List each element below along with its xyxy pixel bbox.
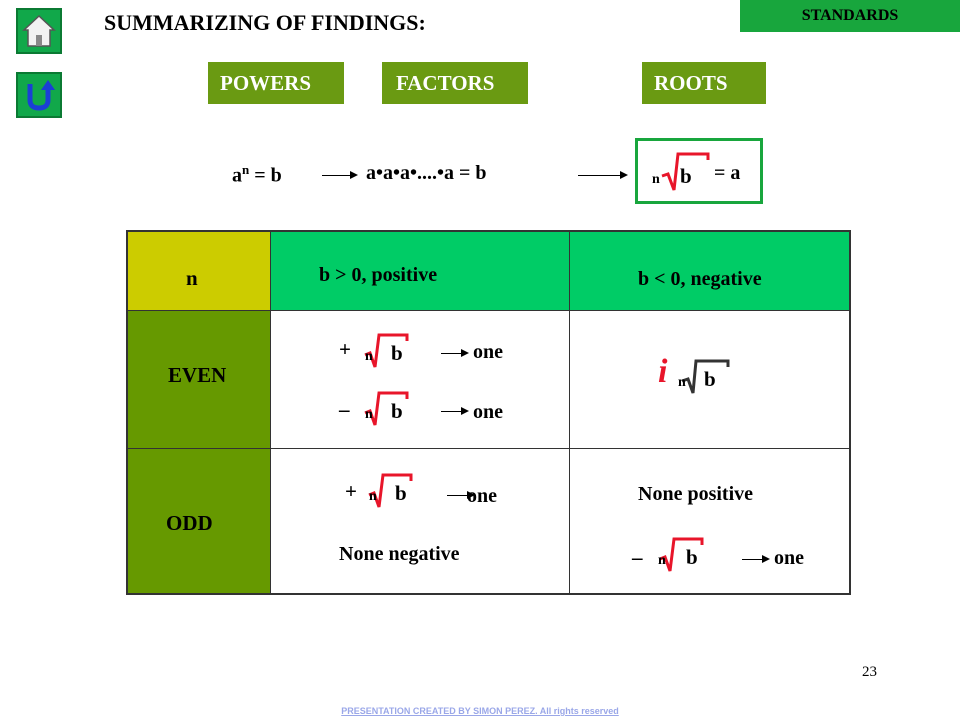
header-n-cell: n — [128, 232, 271, 311]
radical-icon — [661, 152, 710, 191]
arrow-icon — [447, 491, 475, 499]
header-positive: b > 0, positive — [319, 264, 438, 286]
odd-label: ODD — [166, 511, 213, 535]
radical-icon — [364, 333, 409, 368]
footer-credit-link[interactable]: PRESENTATION CREATED BY SIMON PEREZ. All… — [341, 706, 619, 716]
plus-result: one — [467, 485, 497, 507]
minus-sign: – — [632, 545, 643, 569]
home-icon — [22, 14, 56, 47]
imaginary-unit: i — [658, 353, 668, 390]
radical-icon — [364, 391, 409, 426]
product-formula: a•a•a•....•a = b — [366, 162, 487, 184]
radical-icon — [681, 359, 730, 394]
summary-table: n b > 0, positive b < 0, negative EVEN +… — [126, 230, 851, 595]
return-arrow-icon — [27, 80, 55, 111]
none-positive-text: None positive — [638, 483, 753, 505]
radical-index: n — [365, 407, 373, 422]
back-button[interactable] — [16, 72, 62, 118]
arrow-icon — [441, 349, 469, 357]
power-exponent: n — [242, 162, 250, 177]
radical-index: n — [365, 349, 373, 364]
tab-roots[interactable]: ROOTS — [642, 62, 766, 104]
header-positive-cell: b > 0, positive — [271, 232, 570, 311]
radical-radicand: b — [391, 341, 403, 365]
even-negative-cell: i n b — [570, 311, 849, 449]
tab-factors[interactable]: FACTORS — [382, 62, 528, 104]
page-number: 23 — [862, 664, 877, 680]
odd-label-cell: ODD — [128, 449, 271, 593]
plus-sign: + — [345, 479, 357, 503]
root-index: n — [652, 172, 660, 187]
radical-radicand: b — [686, 545, 698, 569]
arrow-icon — [322, 171, 358, 179]
radical-radicand: b — [704, 367, 716, 391]
arrow-icon — [441, 407, 469, 415]
home-button[interactable] — [16, 8, 62, 54]
arrow-icon — [578, 171, 628, 179]
root-definition-box — [635, 138, 763, 204]
radical-index: n — [678, 375, 686, 390]
header-n: n — [186, 266, 198, 290]
tab-powers[interactable]: POWERS — [208, 62, 344, 104]
minus-sign: – — [339, 397, 350, 421]
arrow-icon — [742, 555, 770, 563]
radical-radicand: b — [395, 481, 407, 505]
plus-result: one — [473, 341, 503, 363]
even-positive-cell: + n b one – n b one — [271, 311, 570, 449]
radical-radicand: b — [391, 399, 403, 423]
root-radicand: b — [680, 164, 692, 188]
minus-result: one — [774, 547, 804, 569]
power-base: a — [232, 164, 242, 187]
even-label-cell: EVEN — [128, 311, 271, 449]
root-result: = a — [714, 162, 741, 184]
plus-sign: + — [339, 337, 351, 361]
radical-index: n — [369, 489, 377, 504]
standards-button[interactable]: STANDARDS — [740, 0, 960, 32]
power-formula: an = b — [232, 162, 282, 188]
radical-icon — [368, 473, 413, 508]
radical-index: n — [658, 553, 666, 568]
none-negative-text: None negative — [339, 543, 460, 565]
odd-negative-cell: None positive – n b one — [570, 449, 849, 593]
minus-result: one — [473, 401, 503, 423]
power-result: = b — [254, 164, 282, 187]
even-label: EVEN — [168, 363, 227, 387]
page-title: SUMMARIZING OF FINDINGS: — [104, 10, 426, 35]
header-negative: b < 0, negative — [638, 268, 762, 290]
header-negative-cell: b < 0, negative — [570, 232, 849, 311]
radical-icon — [659, 537, 704, 572]
odd-positive-cell: + n b one None negative — [271, 449, 570, 593]
